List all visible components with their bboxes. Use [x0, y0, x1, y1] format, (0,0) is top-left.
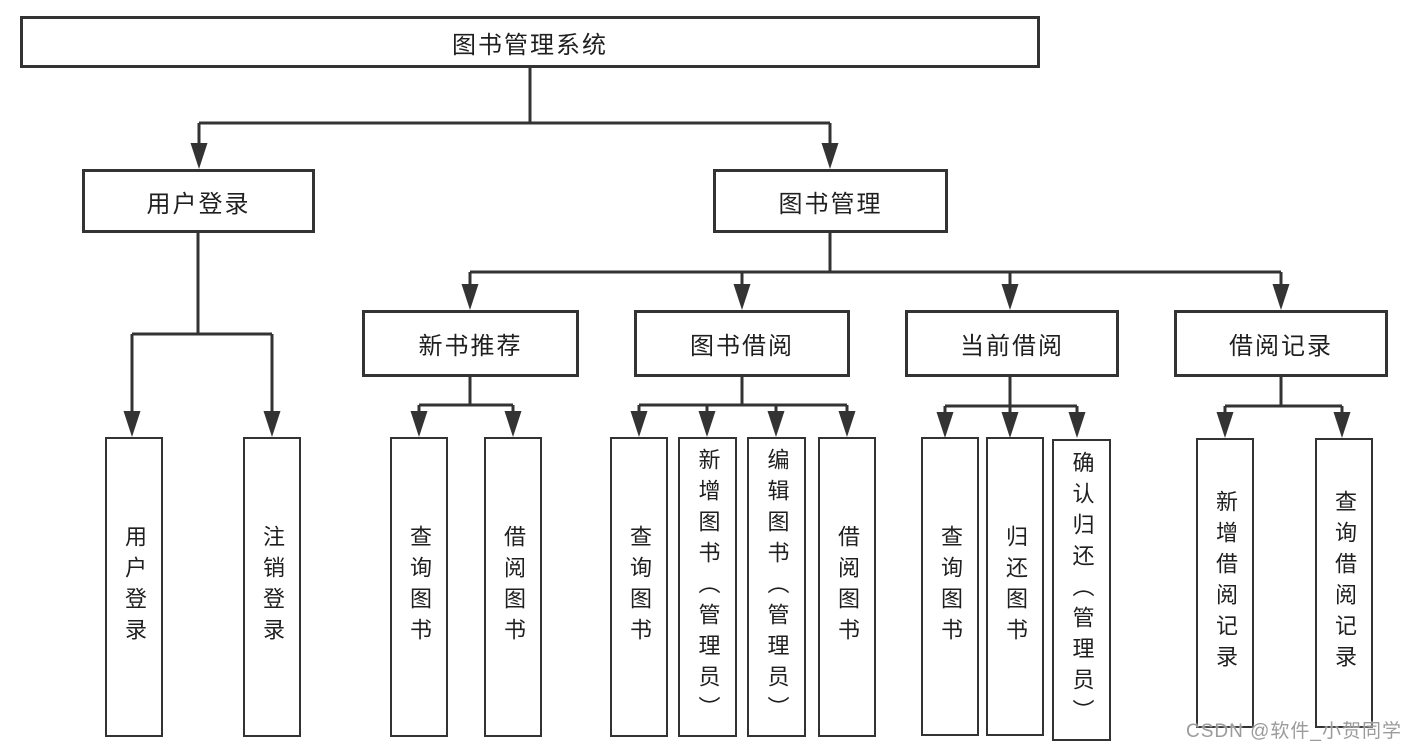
node-user-login-label: 用户登录	[146, 190, 251, 218]
connector-userlogin-to-leaves	[130, 233, 274, 423]
leaf-logout: 注销登录	[243, 437, 301, 737]
node-user-login: 用户登录	[82, 169, 315, 233]
node-current-borrow-label: 当前借阅	[960, 333, 1064, 360]
connector-root-to-level2	[197, 68, 832, 155]
connector-records-to-leaves	[1223, 377, 1344, 424]
leaf-add-books-admin: 新增图书（管理员）	[678, 437, 737, 737]
leaf-return-books: 归还图书	[986, 437, 1044, 736]
leaf-user-login-label: 用户登录	[122, 525, 147, 649]
leaf-query-books-recommend-label: 查询图书	[407, 525, 432, 649]
leaf-user-login: 用户登录	[105, 437, 163, 737]
node-book-borrow: 图书借阅	[634, 310, 850, 377]
csdn-watermark: CSDN @软件_小贺同学	[1186, 721, 1402, 742]
leaf-borrow-books-borrow: 借阅图书	[818, 437, 876, 737]
leaf-edit-books-admin-label: 编辑图书（管理员）	[764, 447, 790, 727]
node-root-label: 图书管理系统	[452, 31, 608, 59]
leaf-query-books-current-label: 查询图书	[938, 524, 963, 649]
leaf-borrow-books-recommend-label: 借阅图书	[501, 525, 526, 649]
node-book-management-label: 图书管理	[778, 190, 883, 218]
node-borrow-records: 借阅记录	[1174, 310, 1388, 377]
node-new-book-recommend-label: 新书推荐	[418, 333, 523, 360]
leaf-borrow-books-recommend: 借阅图书	[484, 437, 542, 737]
connector-borrow-to-leaves	[637, 377, 849, 423]
leaf-confirm-return-admin: 确认归还（管理员）	[1052, 439, 1111, 741]
leaf-borrow-books-borrow-label: 借阅图书	[835, 525, 860, 649]
leaf-return-books-label: 归还图书	[1003, 524, 1028, 649]
leaf-add-books-admin-label: 新增图书（管理员）	[695, 447, 721, 727]
node-root: 图书管理系统	[20, 16, 1040, 68]
node-new-book-recommend: 新书推荐	[362, 310, 579, 377]
leaf-query-borrow-record: 查询借阅记录	[1315, 438, 1373, 728]
leaf-confirm-return-admin-label: 确认归还（管理员）	[1069, 450, 1095, 730]
leaf-query-books-borrow: 查询图书	[610, 437, 668, 737]
leaf-query-books-current: 查询图书	[921, 437, 979, 736]
leaf-add-borrow-record-label: 新增借阅记录	[1213, 490, 1238, 676]
leaf-query-borrow-record-label: 查询借阅记录	[1332, 490, 1357, 676]
node-current-borrow: 当前借阅	[905, 310, 1119, 377]
arrowheads	[123, 143, 1351, 438]
leaf-add-borrow-record: 新增借阅记录	[1196, 438, 1254, 728]
node-book-management: 图书管理	[713, 169, 948, 233]
node-borrow-records-label: 借阅记录	[1229, 333, 1333, 360]
leaf-logout-label: 注销登录	[260, 525, 285, 649]
connector-bookmgmt-to-level3	[468, 233, 1283, 296]
leaf-query-books-borrow-label: 查询图书	[627, 525, 652, 649]
leaf-query-books-recommend: 查询图书	[390, 437, 448, 737]
leaf-edit-books-admin: 编辑图书（管理员）	[747, 437, 806, 737]
node-book-borrow-label: 图书借阅	[690, 333, 794, 360]
connector-recommend-to-leaves	[417, 377, 515, 423]
